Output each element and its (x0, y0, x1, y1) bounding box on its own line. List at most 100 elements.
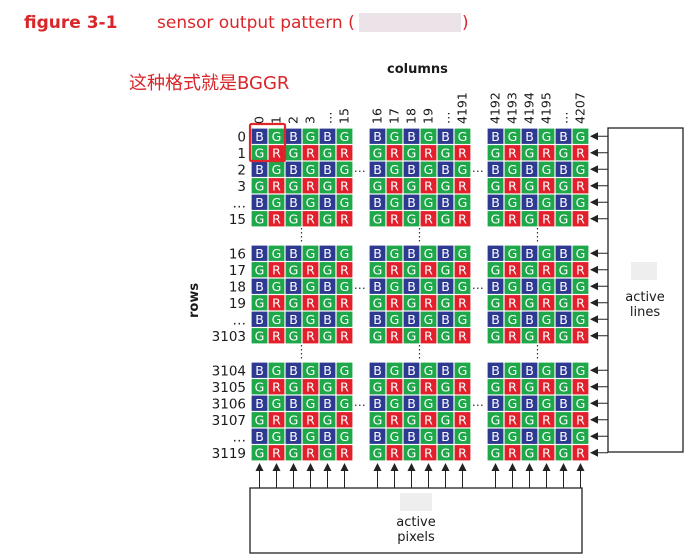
pixel-G (403, 295, 420, 311)
pixel-G (319, 379, 336, 395)
pixel-letter: G (491, 211, 501, 226)
column-number: 19 (421, 108, 436, 124)
pixel-R (572, 445, 589, 461)
row-number: 1 (237, 146, 246, 162)
pixel-letter: R (542, 445, 551, 460)
pixel-letter: R (542, 211, 551, 226)
column-number: 1 (269, 116, 284, 124)
pixel-letter: B (407, 363, 416, 378)
pixel-G (285, 178, 302, 194)
column-number: 15 (337, 108, 352, 124)
pixel-letter: G (424, 429, 434, 444)
pixel-R (386, 178, 403, 194)
pixel-letter: R (508, 445, 517, 460)
pixel-G (521, 379, 538, 395)
pixel-R (454, 445, 471, 461)
pixel-G (420, 278, 437, 294)
pixel-B (555, 245, 572, 261)
pixel-letter: G (407, 262, 417, 277)
pixel-B (555, 194, 572, 210)
pixel-letter: R (340, 412, 349, 427)
pixel-letter: R (340, 211, 349, 226)
pixel-letter: B (289, 129, 298, 144)
pixel-G (538, 194, 555, 210)
row-number: 19 (229, 296, 246, 312)
pixel-letter: R (542, 379, 551, 394)
pixel-B (487, 311, 504, 327)
pixel-letter: B (373, 129, 382, 144)
pixel-B (369, 311, 386, 327)
pixel-letter: G (576, 246, 586, 261)
pixel-G (555, 211, 572, 227)
pixel-letter: G (373, 445, 383, 460)
pixel-G (403, 178, 420, 194)
pixel-R (504, 328, 521, 344)
pixel-B (437, 311, 454, 327)
pixel-R (420, 178, 437, 194)
pixel-letter: G (323, 295, 333, 310)
pixel-letter: G (323, 412, 333, 427)
pixel-B (487, 128, 504, 144)
pixel-R (302, 379, 319, 395)
pixel-letter: G (542, 312, 552, 327)
pixel-B (285, 245, 302, 261)
pixel-letter: B (525, 363, 534, 378)
pixel-G (403, 145, 420, 161)
pixel-letter: B (441, 312, 450, 327)
pixel-letter: G (340, 396, 350, 411)
pixel-letter: B (525, 396, 534, 411)
pixel-G (454, 428, 471, 444)
pixel-letter: R (458, 412, 467, 427)
row-number: 18 (229, 279, 246, 295)
pixel-letter: B (559, 129, 568, 144)
pixel-B (437, 278, 454, 294)
pixel-R (504, 379, 521, 395)
pixel-G (504, 278, 521, 294)
pixel-G (403, 412, 420, 428)
pixel-letter: G (424, 129, 434, 144)
pixel-letter: G (458, 363, 468, 378)
pixel-R (504, 145, 521, 161)
pixel-letter: R (340, 379, 349, 394)
pixel-R (336, 145, 353, 161)
pixel-B (521, 428, 538, 444)
pixel-G (336, 161, 353, 177)
pixel-letter: R (306, 211, 315, 226)
pixel-letter: G (508, 429, 518, 444)
pixel-B (521, 395, 538, 411)
pixel-letter: G (340, 429, 350, 444)
pixel-B (251, 245, 268, 261)
pixel-letter: R (272, 145, 281, 160)
pixel-letter: G (272, 396, 282, 411)
pixel-B (369, 278, 386, 294)
pixel-G (521, 211, 538, 227)
row-number: 15 (229, 212, 246, 228)
pixel-letter: G (542, 195, 552, 210)
pixel-R (572, 145, 589, 161)
pixel-G (437, 379, 454, 395)
pixel-letter: G (458, 396, 468, 411)
pixel-letter: G (306, 195, 316, 210)
pixel-B (251, 395, 268, 411)
pixel-G (454, 128, 471, 144)
pixel-letter: G (491, 379, 501, 394)
pixel-G (420, 395, 437, 411)
column-number: 18 (404, 108, 419, 124)
pixel-letter: B (559, 246, 568, 261)
row-number: 3104 (212, 363, 246, 379)
pixel-letter: G (424, 162, 434, 177)
pixel-G (369, 328, 386, 344)
pixel-letter: G (458, 246, 468, 261)
pixel-B (403, 311, 420, 327)
pixel-G (251, 328, 268, 344)
pixel-B (285, 278, 302, 294)
row-number: 3105 (212, 380, 246, 396)
pixel-letter: B (407, 246, 416, 261)
pixel-letter: G (525, 178, 535, 193)
pixel-G (336, 194, 353, 210)
pixel-letter: G (407, 445, 417, 460)
pixel-G (572, 278, 589, 294)
pixel-B (555, 128, 572, 144)
pixel-letter: G (576, 279, 586, 294)
pixel-letter: R (508, 211, 517, 226)
